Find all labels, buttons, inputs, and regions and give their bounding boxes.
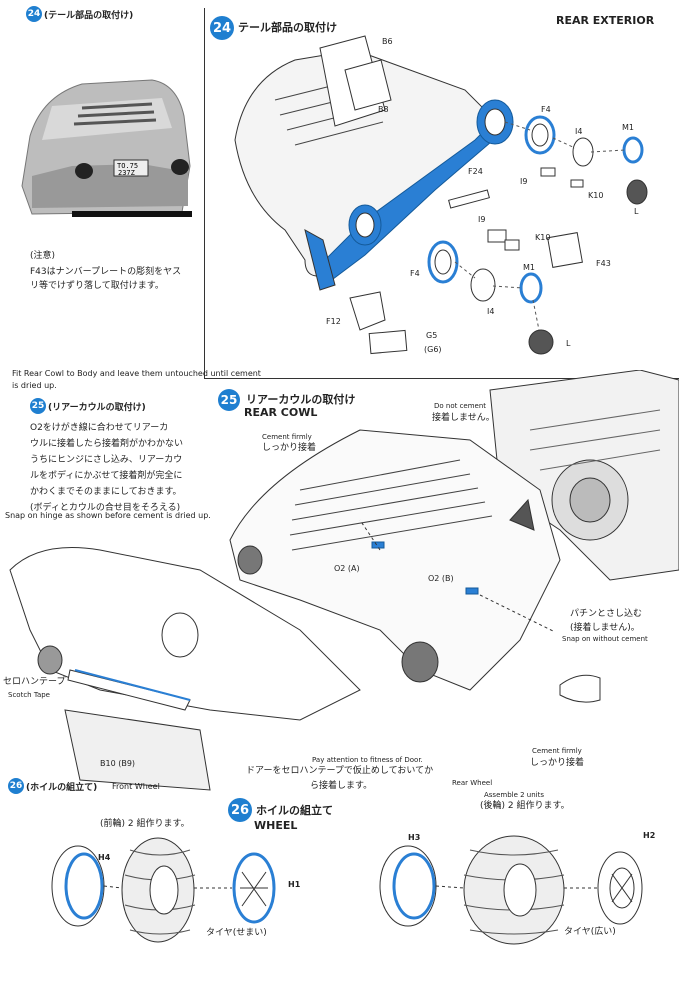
front-count: (前輪) 2 組作ります。 <box>100 819 190 829</box>
part-i4b: I4 <box>487 307 495 316</box>
snap-jp-2: (接着しません)。 <box>570 623 640 633</box>
rear-exterior-diagram <box>205 30 679 375</box>
o2a-label: O2 (A) <box>334 564 360 573</box>
step-24-badge-small: 24 <box>26 6 42 22</box>
do-not-cement-en: Do not cement <box>434 402 487 410</box>
snap-hinge-note: Snap on hinge as shown before cement is … <box>5 511 211 520</box>
note-text-1: F43はナンバープレートの彫刻をヤス <box>30 267 182 277</box>
step-24-side-title: (テール部品の取付け) <box>44 11 134 21</box>
snap-en: Snap on without cement <box>562 635 648 643</box>
part-la: L <box>634 207 639 216</box>
h4-label: H4 <box>98 853 111 862</box>
side-text-4: ルをボディにかぶせて接着剤が完全に <box>30 471 183 481</box>
cement2-en: Cement firmly <box>532 747 582 755</box>
part-k10a: K10 <box>588 191 604 200</box>
cement-firmly-en: Cement firmly <box>262 433 312 441</box>
divider-horizontal <box>204 378 679 379</box>
step-26-title-en: WHEEL <box>254 819 298 832</box>
part-b6: B6 <box>382 37 393 46</box>
assemble-label: Assemble 2 units <box>484 791 545 799</box>
side-text-2: ウルに接着したら接着剤がかわかない <box>30 439 184 449</box>
step-26-title: ホイルの組立て <box>256 804 333 817</box>
part-g6: (G6) <box>424 345 442 354</box>
part-g5: G5 <box>426 331 438 340</box>
step-25-title: リアーカウルの取付け <box>246 393 356 406</box>
snap-jp-1: パチンとさし込む <box>570 609 643 619</box>
b10-label: B10 (B9) <box>100 759 136 768</box>
step-24-badge: 24 <box>210 16 234 40</box>
part-i9b: I9 <box>478 215 486 224</box>
step-26-badge: 26 <box>228 798 252 822</box>
step-25-side-title: (リアーカウルの取付け) <box>48 403 146 413</box>
part-f43: F43 <box>596 259 611 268</box>
door-en: Pay attention to fitness of Door. <box>312 756 423 764</box>
cement2-jp: しっかり接着 <box>530 758 585 768</box>
tire-narrow-label: タイヤ(せまい) <box>206 928 267 938</box>
step-25-title-en: REAR COWL <box>244 406 318 419</box>
tire-wide-label: タイヤ(広い) <box>564 927 616 937</box>
step-26-badge-small: 26 <box>8 778 24 794</box>
front-wheel-label: Front Wheel <box>112 782 160 791</box>
side-text-6: (ボディとカウルの合せ目をそろえる) <box>30 503 181 513</box>
part-f4a: F4 <box>541 105 551 114</box>
tape-jp: セロハンテープ <box>3 677 66 687</box>
part-f4b: F4 <box>410 269 420 278</box>
step-25-badge: 25 <box>218 389 240 411</box>
step-26-side-title: (ホイルの組立て) <box>26 783 98 793</box>
car-photo: TO.75 237Z <box>12 36 202 222</box>
part-f24: F24 <box>468 167 483 176</box>
part-b8: B8 <box>378 105 389 114</box>
fit-note-1: Fit Rear Cowl to Body and leave them unt… <box>12 369 261 378</box>
rear-cowl-diagram <box>0 370 679 800</box>
plate-line-1: TO.75 <box>117 162 138 170</box>
cement-firmly-jp: しっかり接着 <box>262 443 317 453</box>
step-24-title: テール部品の取付け <box>238 21 337 34</box>
fit-note-2: is dried up. <box>12 381 57 390</box>
side-text-3: うちにヒンジにさし込み、リアーカウ <box>30 455 183 465</box>
side-text-1: O2をけがき線に合わせてリアーカ <box>30 423 169 433</box>
o2b-label: O2 (B) <box>428 574 454 583</box>
h2-label: H2 <box>643 831 656 840</box>
note-label: (注意) <box>30 251 56 261</box>
tape-en: Scotch Tape <box>8 691 50 699</box>
h3-label: H3 <box>408 833 421 842</box>
rear-exterior-label: REAR EXTERIOR <box>556 14 655 27</box>
part-i9a: I9 <box>520 177 528 186</box>
note-text-2: リ等でけずり落して取付けます。 <box>30 281 164 291</box>
wheel-diagram <box>0 830 679 980</box>
h1-label: H1 <box>288 880 301 889</box>
rear-count: (後輪) 2 組作ります。 <box>480 801 570 811</box>
part-lb: L <box>566 339 571 348</box>
side-text-5: かわくまでそのままにしておきます。 <box>30 487 182 497</box>
part-m1a: M1 <box>622 123 634 132</box>
part-k10b: K10 <box>535 233 551 242</box>
divider-vertical <box>204 8 205 378</box>
do-not-cement-jp: 接着しません。 <box>432 413 495 423</box>
part-m1b: M1 <box>523 263 535 272</box>
plate-line-2: 237Z <box>118 169 135 177</box>
door-jp-1: ドアーをセロハンテープで仮止めしておいてか <box>246 766 434 776</box>
door-jp-2: ら接着します。 <box>310 781 373 791</box>
rear-wheel-label: Rear Wheel <box>452 779 493 787</box>
part-f12: F12 <box>326 317 341 326</box>
part-i4a: I4 <box>575 127 583 136</box>
step-25-badge-small: 25 <box>30 398 46 414</box>
